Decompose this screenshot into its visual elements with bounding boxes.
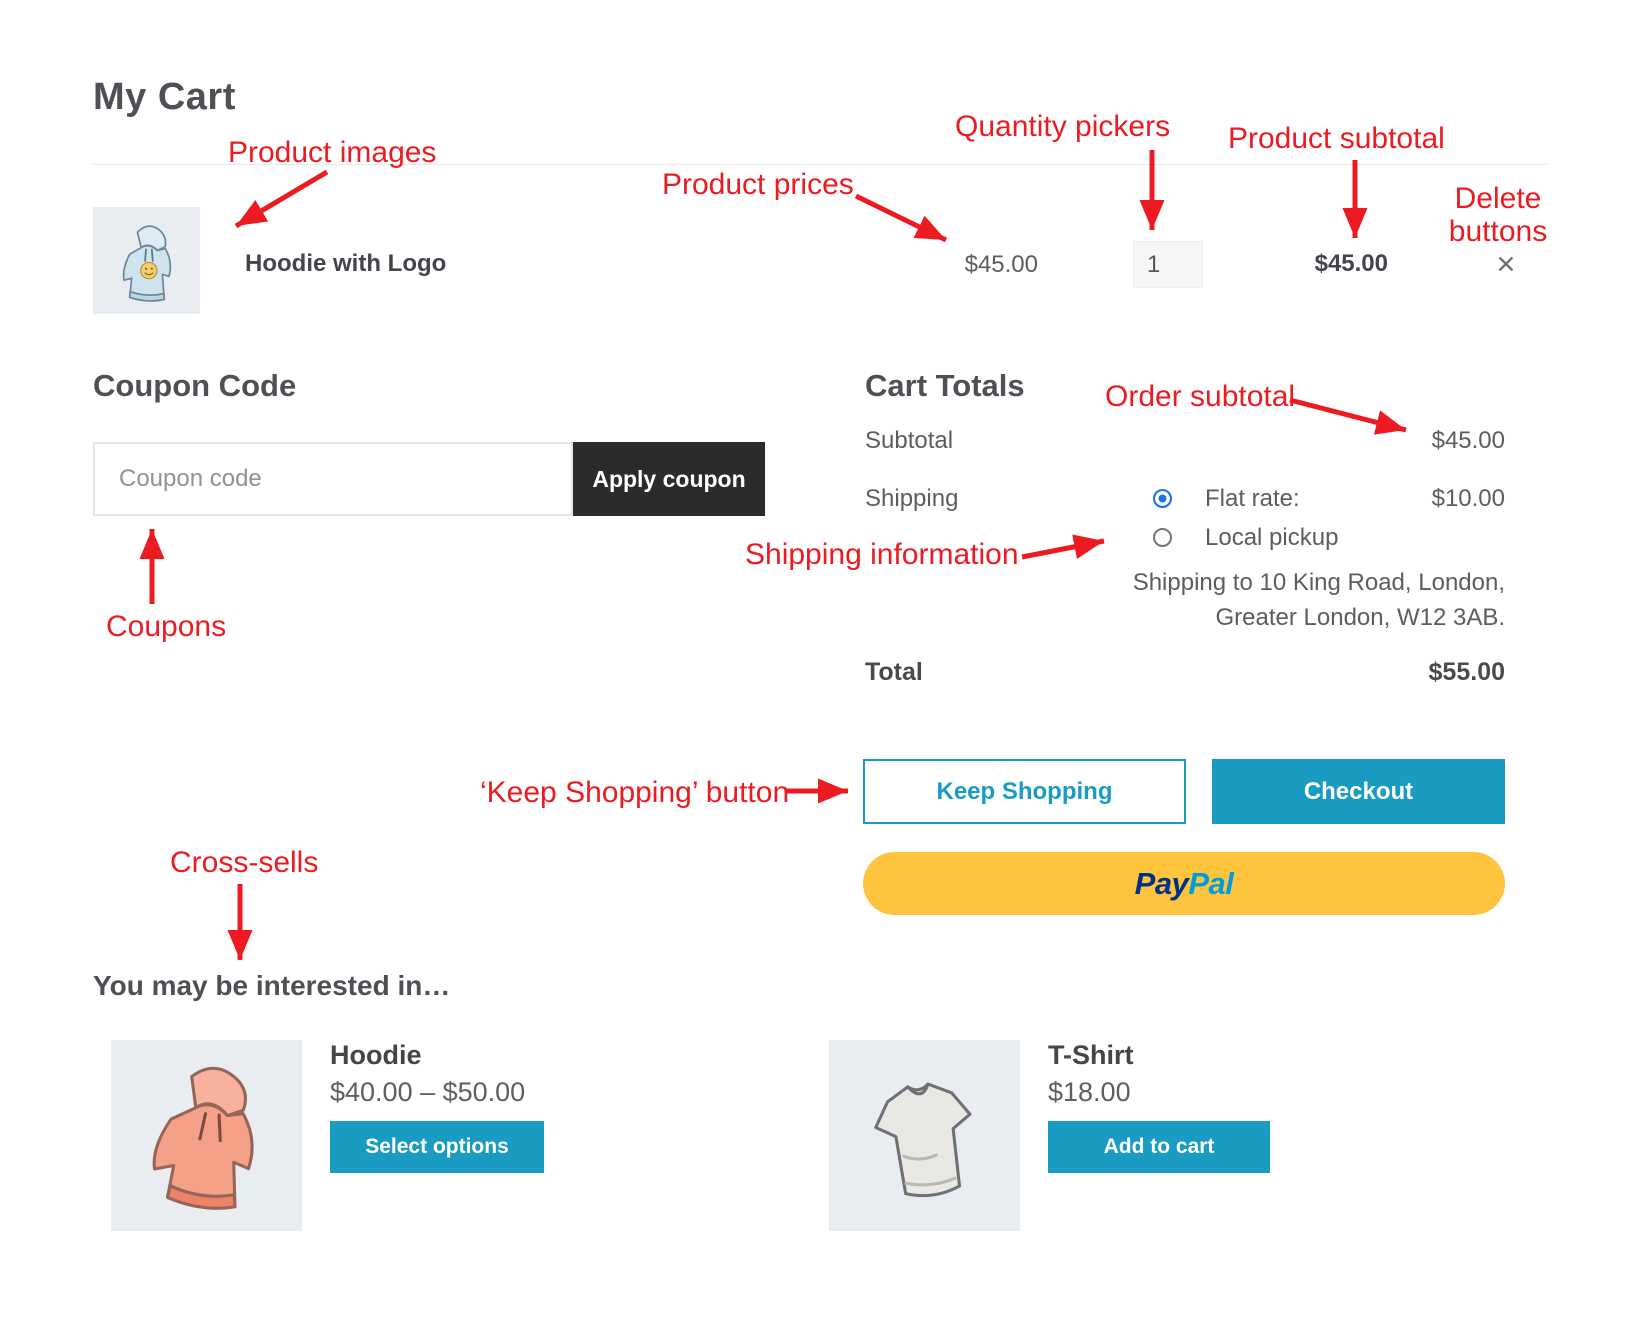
add-to-cart-button[interactable]: Add to cart — [1048, 1121, 1270, 1173]
tshirt-product-image[interactable] — [829, 1040, 1020, 1231]
page-title: My Cart — [93, 76, 236, 118]
cross-sells-title: You may be interested in… — [93, 970, 451, 1001]
hoodie-with-logo-image — [122, 224, 171, 302]
flat-rate-value: $10.00 — [1431, 485, 1505, 512]
product-images-arrow — [234, 169, 329, 229]
cross-sell-product-price: $18.00 — [1048, 1077, 1131, 1107]
annotation-coupons: Coupons — [106, 610, 227, 643]
annotation-product-subtotal: Product subtotal — [1228, 122, 1445, 155]
cart-totals-title: Cart Totals — [865, 368, 1025, 403]
flat-rate-radio[interactable] — [1153, 489, 1172, 508]
paypal-button[interactable]: PayPal — [863, 852, 1505, 915]
subtotal-label: Subtotal — [865, 427, 954, 454]
shipping-information-arrow — [1021, 534, 1105, 560]
cross-sell-product-name[interactable]: T-Shirt — [1048, 1040, 1134, 1070]
hoodie-image — [152, 1066, 254, 1210]
local-pickup-label[interactable]: Local pickup — [1205, 524, 1339, 551]
delete-item-button[interactable]: ✕ — [1488, 247, 1524, 283]
total-value: $55.00 — [1428, 658, 1505, 686]
hoodie-product-image[interactable] — [111, 1040, 302, 1231]
shipping-address-line1: Shipping to 10 King Road, London, — [1132, 569, 1505, 596]
keep-shopping-button[interactable]: Keep Shopping — [863, 759, 1186, 824]
quantity-input[interactable] — [1133, 241, 1203, 288]
local-pickup-radio[interactable] — [1153, 528, 1172, 547]
annotation-product-prices: Product prices — [662, 168, 854, 201]
paypal-logo: PayPal — [1134, 865, 1234, 901]
product-price: $45.00 — [964, 251, 1038, 278]
coupon-section-title: Coupon Code — [93, 368, 297, 403]
product-prices-arrow — [854, 193, 948, 243]
product-subtotal: $45.00 — [1314, 250, 1388, 277]
tshirt-image — [873, 1082, 972, 1197]
shipping-address-line2: Greater London, W12 3AB. — [1215, 604, 1506, 631]
product-image[interactable] — [93, 207, 200, 314]
select-options-button[interactable]: Select options — [330, 1121, 544, 1173]
annotation-order-subtotal: Order subtotal — [1105, 380, 1296, 413]
apply-coupon-button[interactable]: Apply coupon — [573, 442, 765, 516]
order-subtotal-arrow — [1289, 397, 1407, 435]
subtotal-value: $45.00 — [1431, 427, 1505, 454]
annotation-cross-sells: Cross-sells — [170, 846, 319, 879]
total-label: Total — [865, 658, 923, 686]
header-divider — [93, 164, 1547, 165]
annotation-product-images: Product images — [228, 136, 437, 169]
flat-rate-label[interactable]: Flat rate: — [1205, 485, 1300, 512]
cross-sell-product-price: $40.00 – $50.00 — [330, 1077, 526, 1107]
annotation-delete-buttons: Delete buttons — [1448, 182, 1548, 248]
annotation-keep-shopping-button: ‘Keep Shopping’ button — [480, 776, 790, 809]
cross-sell-product-name[interactable]: Hoodie — [330, 1040, 422, 1070]
checkout-button[interactable]: Checkout — [1212, 759, 1505, 824]
coupon-code-input[interactable] — [93, 442, 573, 516]
annotation-quantity-pickers: Quantity pickers — [955, 110, 1171, 143]
shipping-label: Shipping — [865, 485, 959, 512]
annotation-shipping-information: Shipping information — [745, 538, 1019, 571]
product-name[interactable]: Hoodie with Logo — [245, 250, 447, 277]
